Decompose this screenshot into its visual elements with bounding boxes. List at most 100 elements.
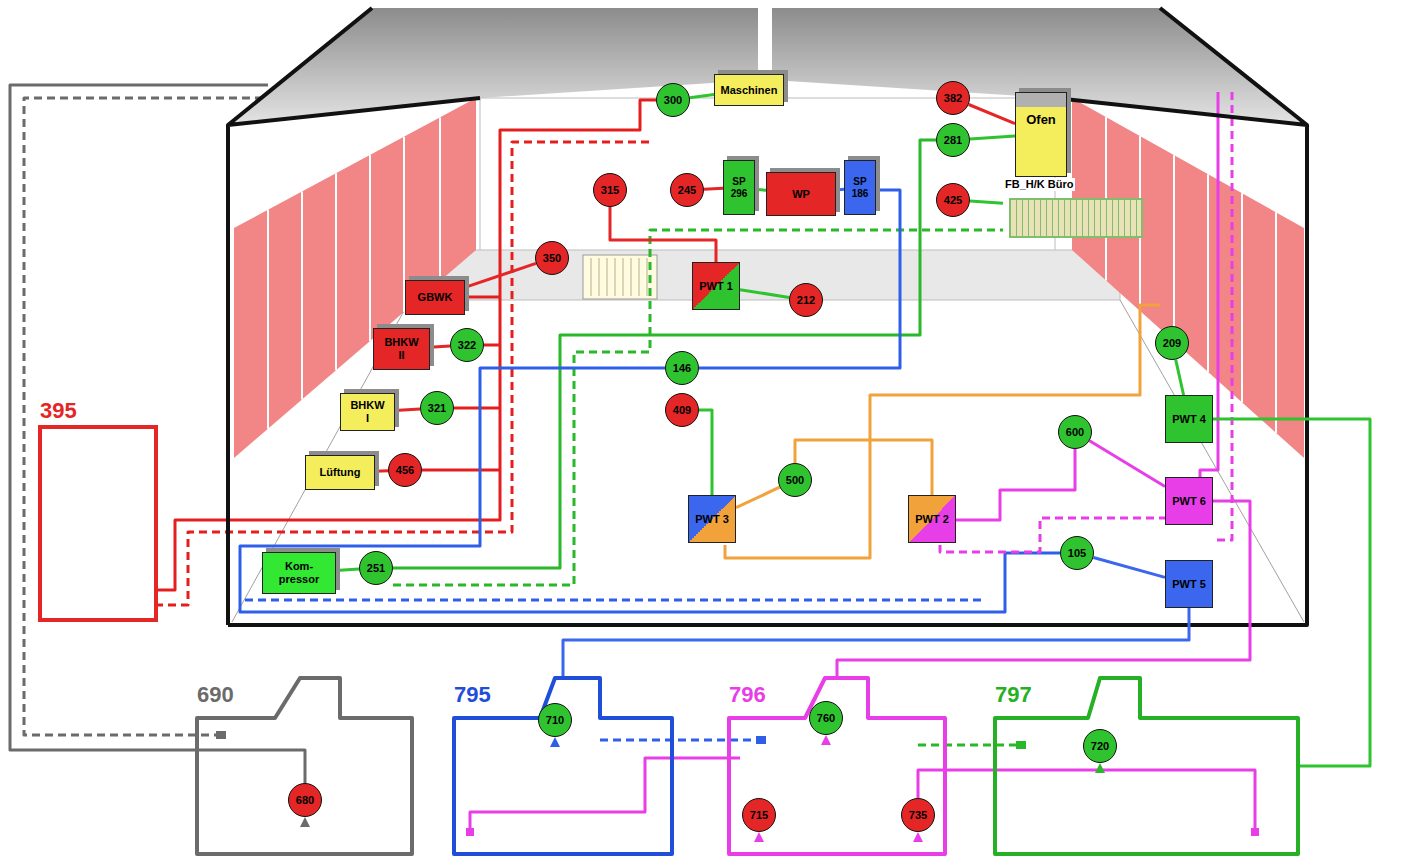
pump-symbol: 251 <box>359 551 393 585</box>
component-label: BHKW II <box>382 336 422 361</box>
floor-heating: FB_H/K Büro <box>1003 178 1143 238</box>
heat-exchanger: PWT 4 <box>1165 395 1213 443</box>
floor-ledge <box>410 250 1120 300</box>
pump-number: 425 <box>944 194 962 207</box>
pump-symbol: 760 <box>809 701 843 735</box>
chp-box: BHKW II <box>373 328 430 370</box>
pump-symbol: 322 <box>450 328 484 362</box>
unit-frame <box>38 425 158 622</box>
pipe-connector <box>690 95 714 98</box>
pump-foot <box>300 735 1105 842</box>
machine-box: Maschinen <box>714 74 784 106</box>
component-label: GBWK <box>418 291 453 304</box>
unit-number: 395 <box>38 398 79 423</box>
pipe-connector <box>1213 419 1370 766</box>
pump-number: 680 <box>296 794 314 807</box>
pump-number: 281 <box>944 134 962 147</box>
pump-number: 500 <box>786 474 804 487</box>
pump-number: 710 <box>546 714 564 727</box>
pump-number: 300 <box>664 94 682 107</box>
external-unit: 395 <box>38 398 158 622</box>
back-wall-line <box>480 98 481 250</box>
component-label: PWT 6 <box>1172 495 1206 508</box>
pump-symbol: 212 <box>789 283 823 317</box>
pump-symbol: 209 <box>1155 326 1189 360</box>
heat-exchanger: PWT 1 <box>692 262 740 310</box>
component-label: BHKW I <box>348 399 388 424</box>
pump-number: 315 <box>601 184 619 197</box>
wall-radiator-ribs <box>1106 117 1276 433</box>
pump-symbol: 735 <box>901 798 935 832</box>
component-label: PWT 4 <box>1172 413 1206 426</box>
pump-number: 382 <box>944 92 962 105</box>
heat-exchanger: PWT 6 <box>1165 477 1213 525</box>
pump-symbol: 382 <box>936 81 970 115</box>
pump-symbol: 315 <box>593 173 627 207</box>
pump-number: 350 <box>543 252 561 265</box>
heat-pump-box: WP <box>766 172 836 216</box>
pipe-connector <box>375 469 388 473</box>
pump-symbol: 321 <box>420 391 454 425</box>
pump-number: 321 <box>428 402 446 415</box>
unit-number: 690 <box>195 682 236 707</box>
pump-number: 715 <box>750 809 768 822</box>
pump-symbol: 350 <box>535 241 569 275</box>
roof <box>228 8 758 125</box>
pipe-connector <box>969 105 1015 124</box>
pump-symbol: 710 <box>538 703 572 737</box>
pump-symbol: 680 <box>288 783 322 817</box>
pump-symbol: 715 <box>742 798 776 832</box>
sensor-mark <box>216 731 1259 836</box>
heat-exchanger: PWT 2 <box>908 495 956 543</box>
pipe-connector <box>1093 558 1165 578</box>
pump-symbol: 500 <box>778 463 812 497</box>
pump-number: 456 <box>396 464 414 477</box>
pump-symbol: 281 <box>936 123 970 157</box>
unit-number: 796 <box>727 682 768 707</box>
pump-number: 209 <box>1163 337 1181 350</box>
pump-number: 146 <box>673 362 691 375</box>
tank-outline: 690 680 <box>195 676 414 856</box>
pipe-connector <box>795 440 932 495</box>
pipe-connector <box>837 501 1250 676</box>
floor-heating-pad <box>1009 198 1143 238</box>
pump-symbol: 146 <box>665 351 699 385</box>
wall-radiator <box>1072 98 1304 458</box>
pump-number: 251 <box>367 562 385 575</box>
heat-exchanger: PWT 5 <box>1165 560 1213 608</box>
pipe-connector <box>336 569 359 571</box>
component-label: PWT 5 <box>1172 578 1206 591</box>
tank-shape <box>993 676 1300 856</box>
storage-tank: SP 296 <box>723 160 755 215</box>
ventilation-box: Lüftung <box>305 455 375 490</box>
component-label: Maschinen <box>721 84 778 97</box>
pipe-connector <box>704 187 723 191</box>
pipe-connector <box>610 207 716 262</box>
pump-symbol: 245 <box>670 173 704 207</box>
pump-symbol: 456 <box>388 453 422 487</box>
tank-outline: 796 760 715 735 <box>727 676 947 856</box>
pipe-connector <box>736 487 780 508</box>
component-label: PWT 3 <box>695 513 729 526</box>
tank-outline: 797720 <box>993 676 1300 856</box>
pump-symbol: 300 <box>656 83 690 117</box>
pump-symbol: 105 <box>1060 536 1094 570</box>
component-label: SP 186 <box>845 176 875 199</box>
tank-outline: 795710 <box>452 676 674 856</box>
wall-radiator-ribs <box>268 117 440 428</box>
component-label: PWT 1 <box>699 280 733 293</box>
component-label: Ofen <box>1026 113 1056 128</box>
pipe-connector <box>465 263 536 287</box>
radiator-icon <box>583 255 657 299</box>
pump-number: 735 <box>909 809 927 822</box>
pump-number: 720 <box>1091 740 1109 753</box>
pump-number: 600 <box>1066 426 1084 439</box>
component-label: PWT 2 <box>915 513 949 526</box>
storage-tank: SP 186 <box>844 160 876 215</box>
pump-number: 760 <box>817 712 835 725</box>
pump-symbol: 720 <box>1083 729 1117 763</box>
heat-exchanger: PWT 3 <box>688 495 736 543</box>
wall-radiator <box>234 98 476 458</box>
